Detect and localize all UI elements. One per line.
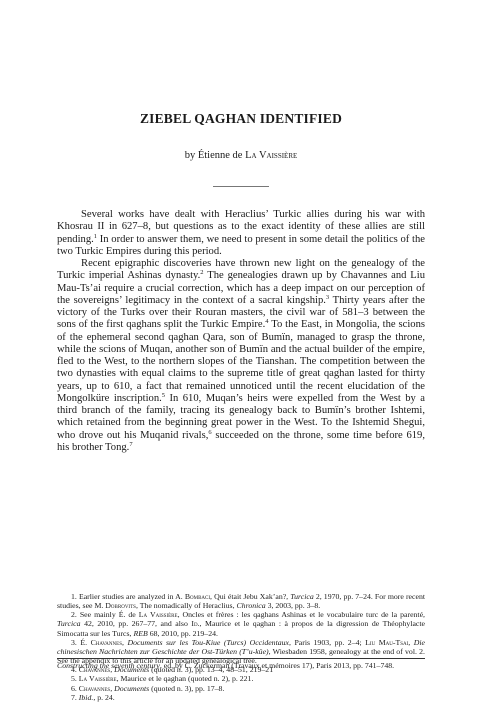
footnote-2-text: 42, 2010, pp. 267–77, and also bbox=[80, 619, 192, 629]
footnote-ref-6: 6 bbox=[208, 428, 212, 436]
footnote-4-author: Chavannes bbox=[78, 665, 111, 675]
article-body: Several works have dealt with Heraclius’… bbox=[57, 209, 425, 454]
footnote-1-text: , Qui était Jebu Xak’an?, bbox=[210, 592, 291, 601]
footnotes: 1. Earlier studies are analyzed in A. Bo… bbox=[57, 592, 425, 702]
footnote-4-text: 4. bbox=[71, 665, 79, 675]
footnote-2-text: 68, 2010, pp. 219–24. bbox=[147, 628, 218, 638]
source-title: Constructing the seventh century bbox=[57, 661, 160, 670]
paragraph-1-text-a: Several works have dealt with Heraclius’… bbox=[57, 209, 425, 245]
footnote-1-journal: Chronica bbox=[236, 601, 266, 611]
paragraph-1-text-b: In order to answer them, we need to pres… bbox=[57, 233, 425, 257]
footnote-1-text: 3, 2003, pp. 3–8. bbox=[265, 601, 321, 611]
paragraph-2-text-c: Thirty years after the victory of the Tu… bbox=[57, 294, 425, 331]
footnote-7: 7. Ibid., p. 24. bbox=[57, 693, 425, 702]
footnote-ref-2: 2 bbox=[200, 269, 204, 277]
footnote-2-journal: REB bbox=[133, 628, 148, 638]
footnote-4-text: , bbox=[110, 665, 115, 675]
footnote-5-author: La Vaissière bbox=[78, 674, 117, 684]
footnote-1-author: Dobrovits bbox=[105, 601, 136, 611]
footnote-1-text: 1. Earlier studies are analyzed in A. bbox=[71, 592, 185, 601]
footer-divider bbox=[57, 658, 425, 659]
footnote-1-text: , The nomadically of Heraclius, bbox=[135, 601, 237, 611]
paragraph-2: Recent epigraphic discoveries have throw… bbox=[57, 258, 425, 454]
footnote-ref-1: 1 bbox=[93, 232, 98, 240]
footnote-3-text: , bbox=[121, 637, 128, 647]
footnote-ref-5: 5 bbox=[161, 391, 166, 399]
footnote-3-book: Documents sur les Tou-Kiue (Turcs) Occid… bbox=[127, 637, 289, 647]
footnote-ref-7: 7 bbox=[129, 440, 133, 448]
footnote-5-text: 5. bbox=[71, 674, 79, 684]
footnote-2-text: , Maurice et le qaghan : à propos de la … bbox=[57, 619, 425, 638]
footnote-2: 2. See mainly É. de La Vaissière, Oncles… bbox=[57, 610, 425, 637]
footnote-6-book: Documents bbox=[114, 683, 150, 693]
source-details: , ed. by C. Zuckerman (Travaux et mémoir… bbox=[159, 661, 395, 670]
footnote-6: 6. Chavannes, Documents (quoted n. 3), p… bbox=[57, 684, 425, 693]
footnote-1-journal: Turcica bbox=[290, 592, 314, 601]
author-surname: La Vaissière bbox=[245, 150, 298, 161]
footnote-7-text: , p. 24. bbox=[93, 692, 115, 702]
footnote-3-text: , Paris 1903, pp. 2–4; bbox=[289, 637, 366, 647]
paragraph-1: Several works have dealt with Heraclius’… bbox=[57, 209, 425, 258]
paper-page: ZIEBEL QAGHAN IDENTIFIED by Étienne de L… bbox=[0, 111, 482, 702]
footnote-4-book: Documents bbox=[114, 665, 150, 675]
footnote-ref-4: 4 bbox=[265, 318, 269, 326]
paragraph-2-text-f: succeeded on the throne, some time befor… bbox=[57, 429, 425, 453]
footnote-3-text: , bbox=[408, 637, 414, 647]
footnote-3-author: Chavannes bbox=[90, 637, 122, 647]
footnote-7-text: 7. bbox=[71, 692, 79, 702]
paragraph-2-text-d: To the East, in Mongolia, the scions of … bbox=[57, 319, 425, 404]
source-footer: Constructing the seventh century, ed. by… bbox=[57, 661, 437, 670]
footnote-2-journal: Turcica bbox=[57, 619, 81, 629]
paragraph-2-text-b: The genealogies drawn up by Chavannes an… bbox=[57, 270, 426, 306]
footnote-4-text: (quoted n. 3), pp. 13–4, 48–51, 219–21 bbox=[149, 665, 274, 675]
paragraph-2-text-e: In 610, Muqan’s heirs were expelled from… bbox=[57, 392, 425, 441]
article-title: ZIEBEL QAGHAN IDENTIFIED bbox=[139, 111, 343, 126]
author-byline: by Étienne de La Vaissière bbox=[0, 150, 482, 161]
footnote-2-author: La Vaissière bbox=[138, 610, 178, 620]
footnote-3: 3. É. Chavannes, Documents sur les Tou-K… bbox=[57, 638, 425, 665]
footnote-2-author: Id. bbox=[191, 619, 200, 629]
footnote-6-text: 6. bbox=[71, 683, 79, 693]
footnote-2-text: , Oncles et frères : les qaghans Ashinas… bbox=[177, 610, 426, 620]
byline-prefix: by Étienne de bbox=[184, 150, 246, 161]
footnote-5-text: , Maurice et le qaghan (quoted n. 2), p.… bbox=[116, 674, 254, 684]
title-divider bbox=[213, 186, 269, 187]
footnote-3-book: Die chinesischen Nachrichten zur Geschic… bbox=[57, 637, 425, 656]
footnote-7-ibid: Ibid. bbox=[78, 692, 94, 702]
footnote-1: 1. Earlier studies are analyzed in A. Bo… bbox=[57, 592, 425, 610]
footnote-6-text: (quoted n. 3), pp. 17–8. bbox=[149, 683, 225, 693]
footnote-3-text: 3. É. bbox=[71, 637, 91, 647]
footnote-1-text: 2, 1970, pp. 7–24. For more recent studi… bbox=[57, 592, 426, 611]
footnote-5: 5. La Vaissière, Maurice et le qaghan (q… bbox=[57, 674, 425, 683]
footnote-4: 4. Chavannes, Documents (quoted n. 3), p… bbox=[57, 665, 425, 674]
footnote-2-text: 2. See mainly É. de bbox=[71, 610, 139, 620]
footnote-3-text: , Wiesbaden 1958, genealogy at the end o… bbox=[57, 646, 425, 666]
footnote-6-author: Chavannes bbox=[78, 683, 111, 693]
footnote-3-author: Liu Mau-Tsai bbox=[365, 637, 409, 647]
footnote-1-author: Bombaci bbox=[184, 592, 211, 601]
footnote-ref-3: 3 bbox=[325, 293, 330, 301]
paragraph-2-text-a: Recent epigraphic discoveries have throw… bbox=[57, 258, 425, 282]
